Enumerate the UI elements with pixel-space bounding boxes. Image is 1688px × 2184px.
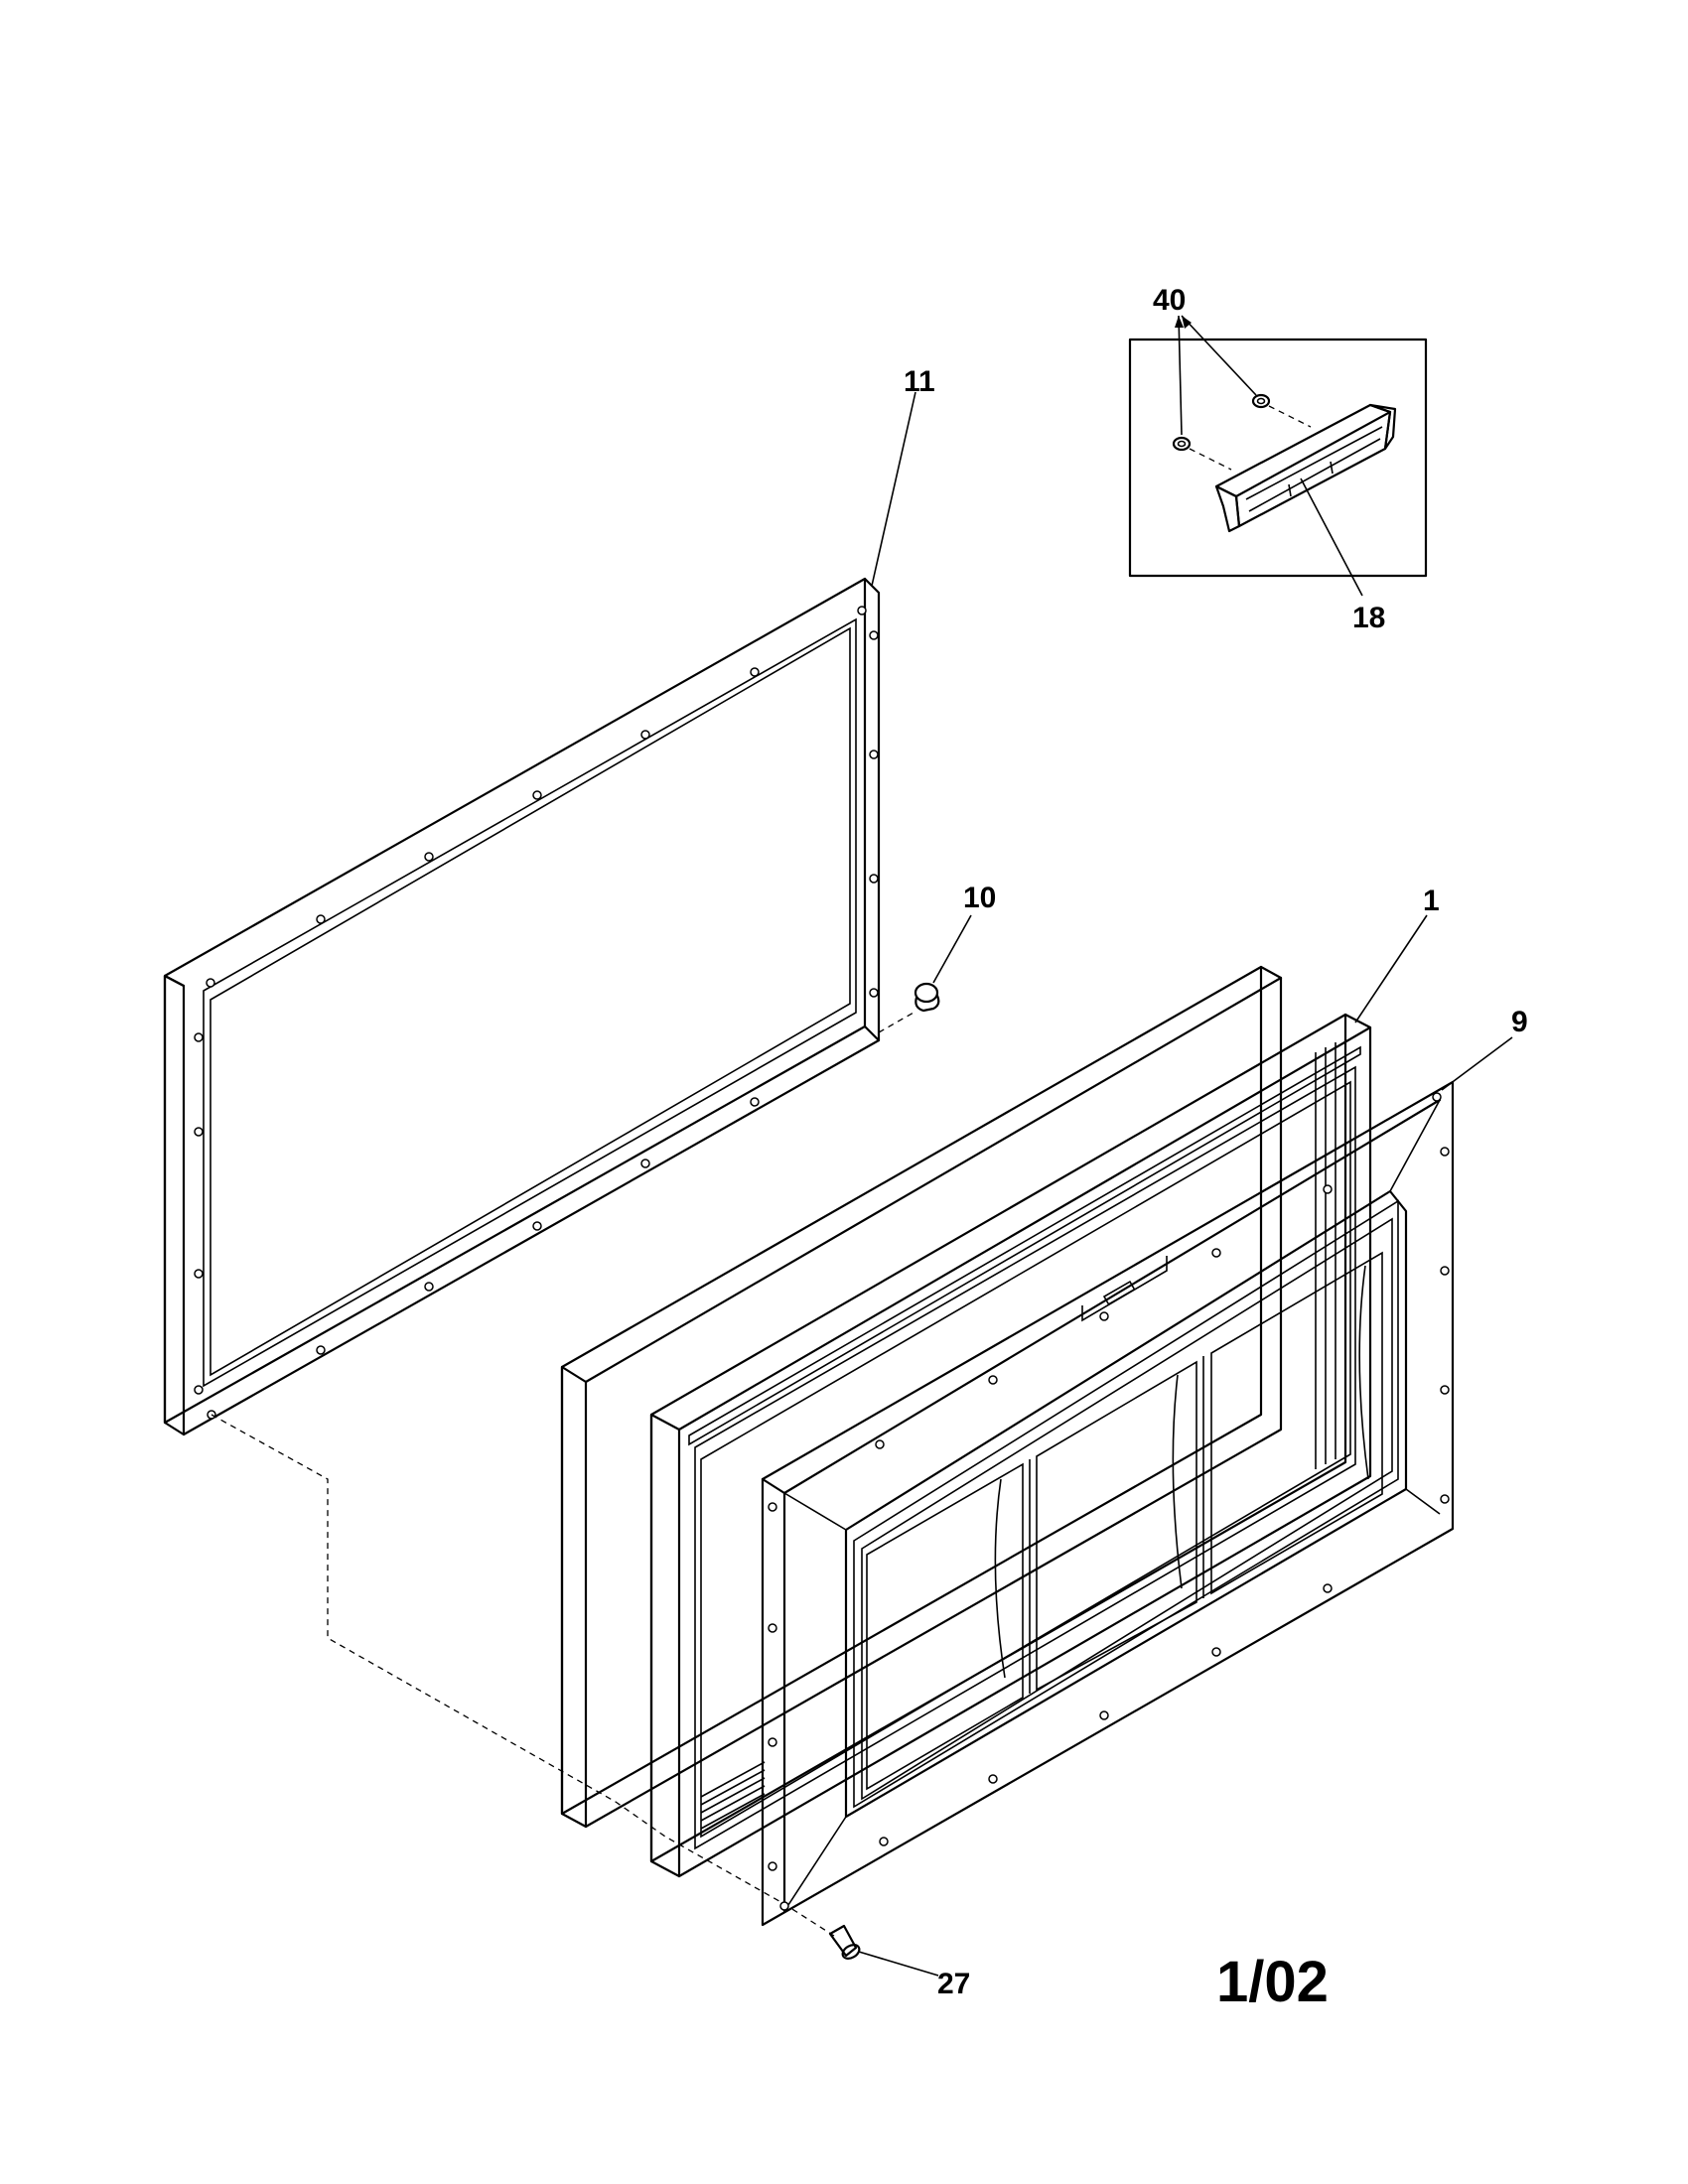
callout-27: 27	[937, 1968, 970, 2000]
revision-label: 1/02	[1216, 1950, 1329, 2014]
callout-18: 18	[1352, 602, 1385, 634]
outer-door-panel-part-9	[761, 1036, 1513, 1927]
callout-9: 9	[1511, 1006, 1528, 1038]
callout-40: 40	[1153, 284, 1186, 317]
callout-1: 1	[1423, 885, 1440, 917]
handle-part-18	[1214, 403, 1397, 533]
panel-holes	[768, 1092, 1450, 1911]
alignment-dashed-line	[211, 1414, 835, 1937]
door-liner-part-1	[649, 914, 1428, 1878]
handle-inset-box	[1128, 315, 1428, 597]
nut-part-40	[1172, 393, 1271, 452]
callout-11: 11	[904, 365, 935, 398]
gasket-holes	[194, 606, 879, 1420]
screw-part-27	[828, 1924, 939, 1977]
insulation-panel	[560, 965, 1283, 1829]
callout-10: 10	[963, 882, 996, 914]
bumper-part-10	[878, 914, 972, 1033]
gasket-frame-part-11	[163, 391, 916, 1436]
